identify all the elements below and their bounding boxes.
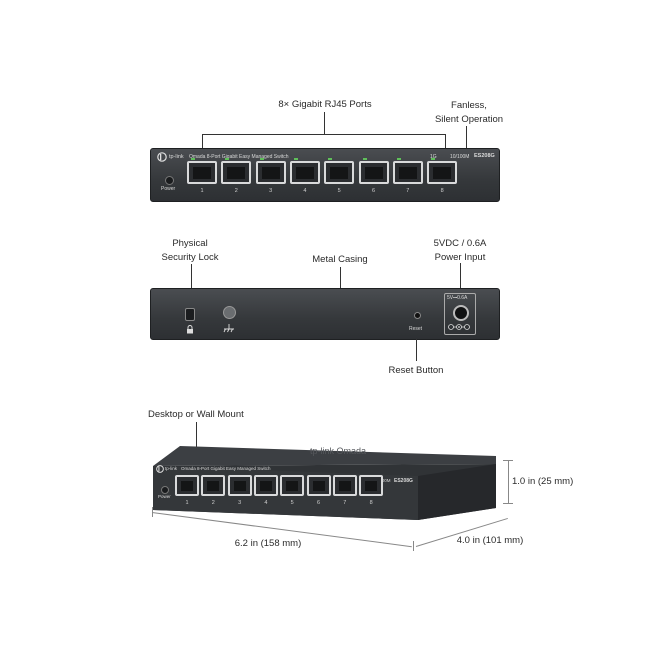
port-led-8 (431, 158, 436, 160)
port-number-3d: 4 (264, 500, 268, 506)
model-line-3d: Omada 8-Port Gigabit Easy Managed Switch (181, 466, 271, 471)
power-led-3d (161, 486, 169, 494)
width-dimension-label: 6.2 in (158 mm) (234, 538, 302, 549)
port-number: 3 (269, 188, 273, 194)
rj45-port-3d-5[interactable] (280, 475, 305, 496)
model-line: Omada 8-Port Gigabit Easy Managed Switch (189, 154, 289, 160)
mount-callout: Desktop or Wall Mount (148, 409, 244, 420)
ports-callout-stem (324, 112, 325, 134)
ports-bracket-left (202, 134, 203, 152)
speed-10-100-label: 10/100M (450, 154, 470, 160)
port-number-3d: 6 (316, 500, 321, 506)
width-dimension-tick-left (152, 507, 153, 517)
model-label: ES208G (474, 153, 495, 159)
power-port-frame (444, 293, 476, 335)
fanless-callout: Fanless, Silent Operation (424, 99, 514, 127)
port-number: 7 (406, 188, 410, 194)
rj45-port-3d-3[interactable] (227, 475, 252, 496)
security-line1: Physical (172, 238, 208, 249)
security-slot (185, 308, 195, 321)
mount-callout-stem (196, 422, 197, 448)
dc-polarity-icon (448, 324, 470, 330)
reset-button[interactable] (414, 312, 421, 319)
rj45-port-7[interactable] (392, 161, 423, 184)
port-led-4 (293, 158, 298, 160)
security-line2: Security Lock (161, 252, 219, 263)
power-label-3d: Power (158, 494, 171, 499)
port-number: 6 (371, 188, 376, 194)
height-dimension-tick-bottom (503, 503, 513, 504)
rj45-port-4[interactable] (289, 161, 320, 184)
ports-callout: 8× Gigabit RJ45 Ports (278, 99, 372, 110)
ground-screw (223, 306, 236, 319)
port-number: 4 (303, 188, 307, 194)
switch-3d-front-face: tp-link Omada 8-Port Gigabit Easy Manage… (153, 465, 418, 510)
power-callout-stem (460, 263, 461, 288)
rj45-port-2[interactable] (221, 161, 252, 184)
fanless-line2: Silent Operation (434, 114, 504, 125)
port-number: 2 (234, 188, 238, 194)
svg-text:tp-link Omada: tp-link Omada (310, 446, 366, 456)
model-label-3d: ES208G (394, 478, 413, 484)
rj45-port-3d-2[interactable] (201, 475, 226, 496)
height-dimension-line (508, 460, 509, 504)
port-number-3d: 2 (211, 500, 215, 506)
rj45-port-6[interactable] (358, 161, 389, 184)
rj45-port-3[interactable] (255, 161, 286, 184)
port-number-3d: 5 (290, 500, 294, 506)
brand-label-3d: tp-link (165, 466, 178, 471)
rj45-port-1[interactable] (187, 161, 217, 184)
power-callout: 5VDC / 0.6A Power Input (420, 237, 500, 265)
rj45-port-3d-8[interactable] (359, 475, 384, 496)
ports-callout-bracket (202, 134, 446, 135)
height-dimension-tick-top (503, 460, 513, 461)
port-number-3d: 8 (369, 500, 373, 506)
rj45-port-5[interactable] (324, 161, 355, 184)
port-number: 8 (440, 188, 444, 194)
fanless-callout-stem (466, 126, 467, 150)
security-callout: Physical Security Lock (150, 237, 230, 265)
rj45-port-3d-6[interactable] (306, 475, 331, 496)
rj45-port-3d-4[interactable] (253, 475, 278, 496)
rj45-port-8[interactable] (427, 161, 458, 184)
speed-1g-label: 1G (430, 154, 437, 160)
power-line2: Power Input (434, 252, 486, 263)
port-number-3d: 7 (343, 500, 347, 506)
security-callout-stem (191, 264, 192, 306)
reset-callout: Reset Button (388, 365, 444, 376)
port-number: 5 (337, 188, 341, 194)
power-rating-label: 5V⎓0.6A (447, 295, 468, 301)
port-led-2 (225, 158, 230, 160)
tp-link-logo-3d (156, 465, 164, 473)
port-led-5 (328, 158, 333, 160)
port-led-6 (362, 158, 367, 160)
fanless-line1: Fanless, (451, 100, 487, 111)
port-number-3d: 3 (238, 500, 242, 506)
power-label: Power (161, 186, 176, 192)
port-led-1 (191, 158, 195, 160)
reset-callout-stem (416, 339, 417, 361)
brand-label: tp-link (169, 154, 184, 160)
switch-front-panel: tp-link Omada 8-Port Gigabit Easy Manage… (150, 148, 500, 202)
power-jack[interactable] (453, 305, 469, 321)
port-led-7 (396, 158, 401, 160)
height-dimension-label: 1.0 in (25 mm) (512, 476, 574, 487)
rj45-port-3d-7[interactable] (332, 475, 357, 496)
power-line1: 5VDC / 0.6A (433, 238, 487, 249)
port-number: 1 (200, 188, 204, 194)
port-number-3d: 1 (185, 500, 189, 506)
rj45-port-3d-1[interactable] (175, 475, 199, 496)
switch-back-panel: Reset 5V⎓0.6A (150, 288, 500, 340)
tp-link-logo (157, 152, 167, 162)
power-led (165, 176, 174, 185)
port-led-3 (259, 158, 264, 160)
casing-callout: Metal Casing (312, 254, 368, 265)
lock-icon (187, 325, 193, 334)
depth-dimension-label: 4.0 in (101 mm) (456, 535, 524, 546)
casing-callout-stem (340, 267, 341, 289)
ports-bracket-right (445, 134, 446, 152)
ground-icon (223, 324, 234, 333)
width-dimension-tick-right (413, 541, 414, 551)
reset-label: Reset (409, 326, 423, 332)
